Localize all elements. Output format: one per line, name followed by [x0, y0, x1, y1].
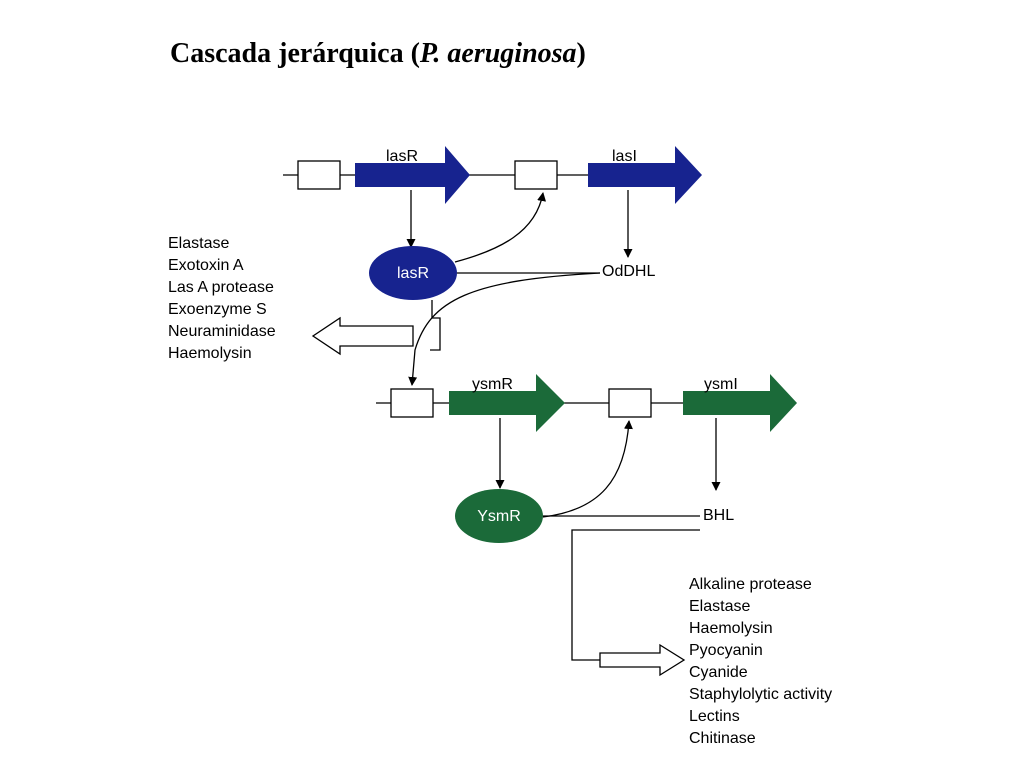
las-to-ysm-activation-arrow [408, 272, 601, 386]
las-product-item: Neuraminidase [168, 323, 276, 340]
las-products-connector [430, 300, 441, 351]
OdDHL-signal-label: OdDHL [602, 263, 655, 280]
ysmR-protein-label: YsmR [477, 508, 521, 525]
title-species: P. aeruginosa [419, 38, 577, 69]
ysmR-gene-arrow [449, 374, 565, 432]
ysm-product-item: Staphylolytic activity [689, 686, 832, 703]
lasR-gene-arrow [355, 146, 470, 204]
las-products-list: Elastase Exotoxin A Las A protease Exoen… [168, 235, 276, 362]
ysmR-gene-label: ysmR [472, 376, 513, 393]
lasI-gene-label: lasI [612, 148, 637, 165]
lasR-gene-label: lasR [386, 148, 418, 165]
las-product-item: Haemolysin [168, 345, 252, 362]
ysm-products-connector [571, 529, 700, 661]
ysm-product-item: Elastase [689, 598, 750, 615]
ysm-r-promoter-box [390, 388, 434, 418]
las-product-item: Las A protease [168, 279, 274, 296]
lasR-protein-node [369, 246, 457, 300]
ysm-product-item: Lectins [689, 708, 740, 725]
las-r-promoter-box [297, 160, 341, 190]
ysm-product-item: Haemolysin [689, 620, 773, 637]
las-feedback-arrow [454, 192, 547, 263]
ysm-product-item: Cyanide [689, 664, 748, 681]
title-close: ) [576, 38, 586, 69]
las-product-item: Exoenzyme S [168, 301, 267, 318]
ysm-feedback-arrow [542, 420, 633, 518]
ysmI-gene-arrow [683, 374, 797, 432]
ysm-products-list: Alkaline protease Elastase Haemolysin Py… [689, 576, 832, 747]
ysm-product-item: Alkaline protease [689, 576, 812, 593]
las-products-arrow [311, 316, 414, 356]
ysm-i-promoter-box [608, 388, 652, 418]
ysmI-gene-label: ysmI [704, 376, 738, 393]
title-main: Cascada jerárquica ( [170, 38, 420, 69]
ysm-products-arrow [599, 643, 686, 677]
las-i-promoter-box [514, 160, 558, 190]
slide-title: Cascada jerárquica (P. aeruginosa) [170, 38, 586, 70]
BHL-signal-label: BHL [703, 507, 734, 524]
las-product-item: Elastase [168, 235, 229, 252]
lasR-protein-label: lasR [397, 265, 429, 282]
ysm-product-item: Pyocyanin [689, 642, 763, 659]
lasI-gene-arrow [588, 146, 702, 204]
ysm-product-item: Chitinase [689, 730, 756, 747]
ysmR-protein-node [455, 489, 543, 543]
las-product-item: Exotoxin A [168, 257, 244, 274]
